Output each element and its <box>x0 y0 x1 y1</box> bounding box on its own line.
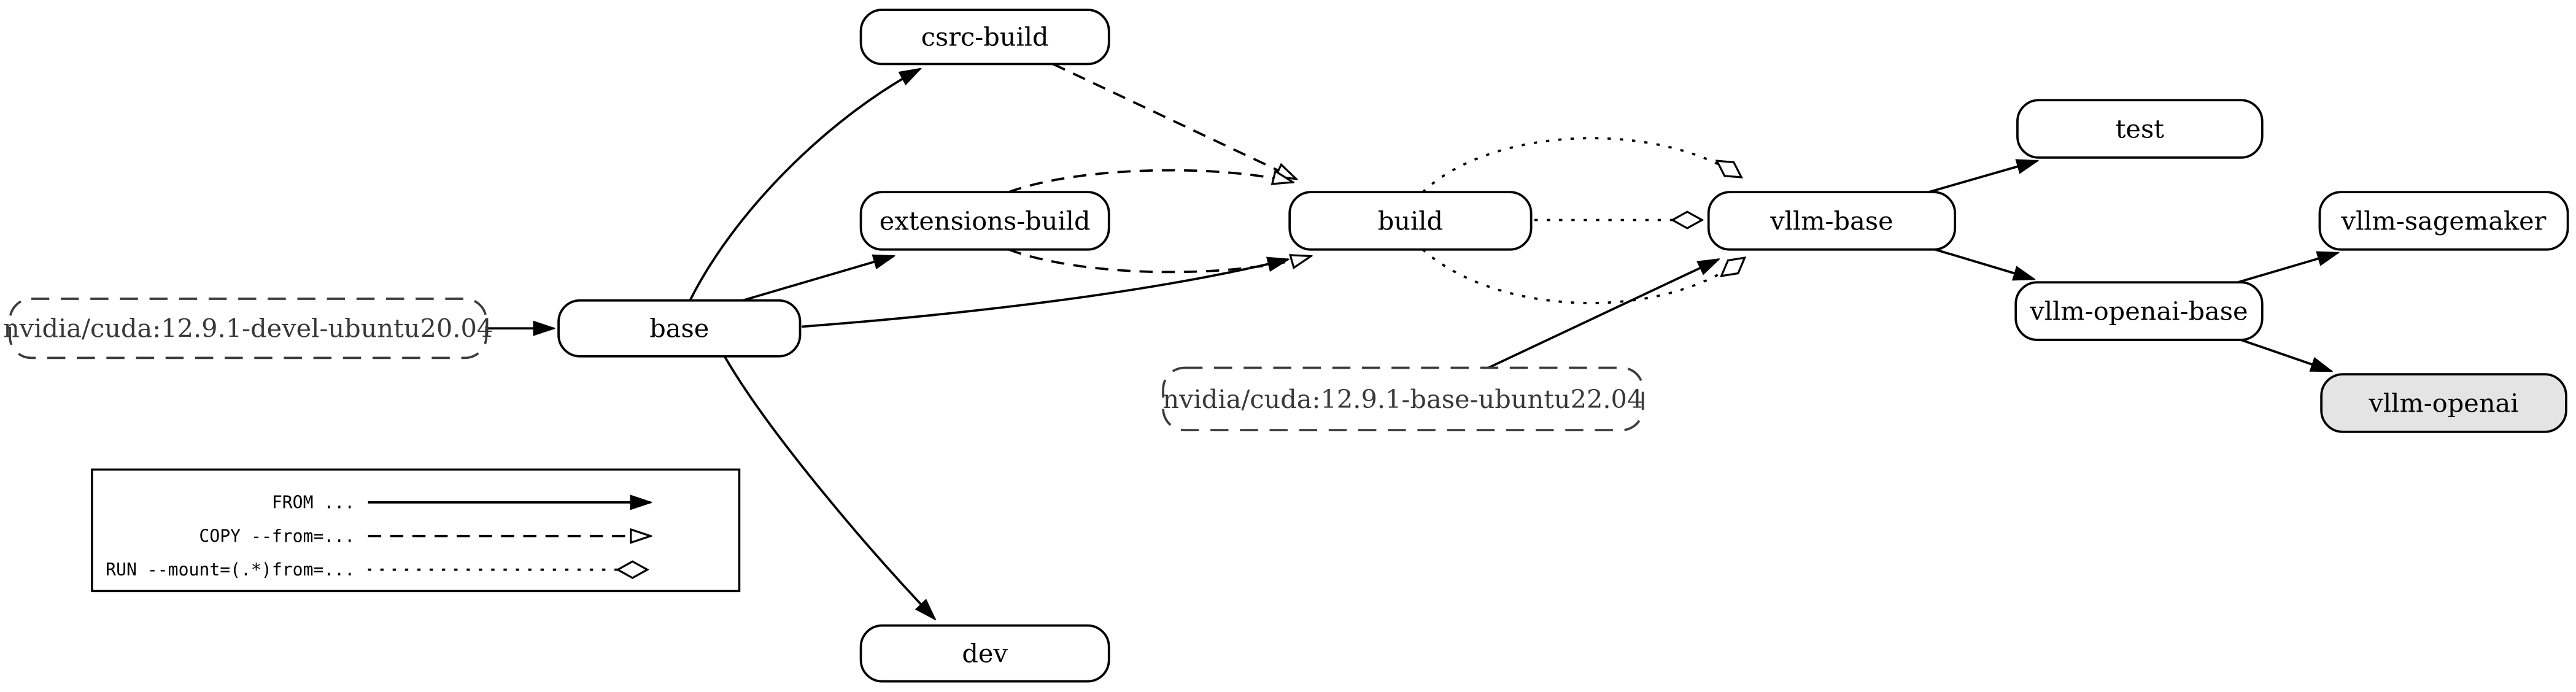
node-csrc-build-label: csrc-build <box>921 22 1049 52</box>
edge-base-to-csrc-build <box>689 69 920 301</box>
node-devel-image-shape <box>9 298 488 359</box>
node-csrc-build-shape <box>859 9 1110 66</box>
node-build-shape <box>1288 191 1533 251</box>
node-vllm-openai-base-shape <box>2014 281 2264 341</box>
edge-vllm-openai-base-to-vllm-openai <box>2240 339 2331 372</box>
edge-base-to-build <box>802 260 1288 328</box>
node-base-image-label: nvidia/cuda:12.9.1-base-ubuntu22.04 <box>1162 384 1643 414</box>
node-vllm-base: vllm-base <box>1707 191 1957 251</box>
node-base-label: base <box>649 313 709 344</box>
node-csrc-build: csrc-build <box>859 9 1110 66</box>
edge-vllm-base-to-test <box>1928 161 2037 193</box>
node-vllm-sagemaker-label: vllm-sagemaker <box>2341 206 2547 236</box>
edge-vllm-openai-base-to-vllm-sagemaker <box>2237 253 2338 284</box>
node-vllm-base-shape <box>1707 191 1957 251</box>
node-extensions-build-label: extensions-build <box>880 206 1091 236</box>
node-base-image: nvidia/cuda:12.9.1-base-ubuntu22.04 <box>1162 366 1644 432</box>
node-vllm-base-label: vllm-base <box>1770 206 1893 236</box>
node-vllm-openai-shape <box>2320 373 2567 433</box>
legend-label-from: FROM ... <box>272 492 355 512</box>
edge-build-to-vllm-base-lower <box>1421 248 1745 304</box>
node-vllm-openai: vllm-openai <box>2320 373 2567 433</box>
legend: FROM ... COPY --from=... RUN --mount=(.*… <box>91 468 741 593</box>
node-vllm-openai-base: vllm-openai-base <box>2014 281 2264 341</box>
node-test-label: test <box>2116 114 2164 144</box>
node-dev: dev <box>859 624 1110 683</box>
edge-extensions-build-to-build-lower <box>1008 248 1311 274</box>
node-dev-shape <box>859 624 1110 683</box>
edge-layer <box>487 63 2338 619</box>
legend-label-run: RUN --mount=(.*)from=... <box>106 559 355 580</box>
node-extensions-build: extensions-build <box>859 191 1110 251</box>
node-devel-image-label: nvidia/cuda:12.9.1-devel-ubuntu20.04 <box>3 313 493 344</box>
node-base: base <box>557 299 802 358</box>
node-test: test <box>2016 99 2264 159</box>
node-base-shape <box>557 299 802 358</box>
node-vllm-sagemaker: vllm-sagemaker <box>2318 191 2569 251</box>
legend-label-copy: COPY --from=... <box>199 526 355 546</box>
edge-base-to-dev <box>723 355 935 619</box>
edge-build-to-vllm-base-upper <box>1421 137 1741 193</box>
node-vllm-sagemaker-shape <box>2318 191 2569 251</box>
node-vllm-openai-label: vllm-openai <box>2368 388 2518 418</box>
edge-base-image-to-vllm-base <box>1488 260 1719 369</box>
node-build-label: build <box>1378 206 1443 236</box>
edge-extensions-build-to-build-upper <box>1008 169 1293 193</box>
node-build: build <box>1288 191 1533 251</box>
node-extensions-build-shape <box>859 191 1110 251</box>
node-dev-label: dev <box>962 639 1008 669</box>
node-vllm-openai-base-label: vllm-openai-base <box>2029 296 2248 326</box>
node-base-image-shape <box>1162 366 1644 432</box>
edge-vllm-base-to-vllm-openai-base <box>1935 248 2034 279</box>
node-devel-image: nvidia/cuda:12.9.1-devel-ubuntu20.04 <box>3 298 493 359</box>
edge-base-to-extensions-build <box>742 256 894 302</box>
edge-csrc-build-to-build <box>1052 63 1296 179</box>
node-test-shape <box>2016 99 2264 159</box>
